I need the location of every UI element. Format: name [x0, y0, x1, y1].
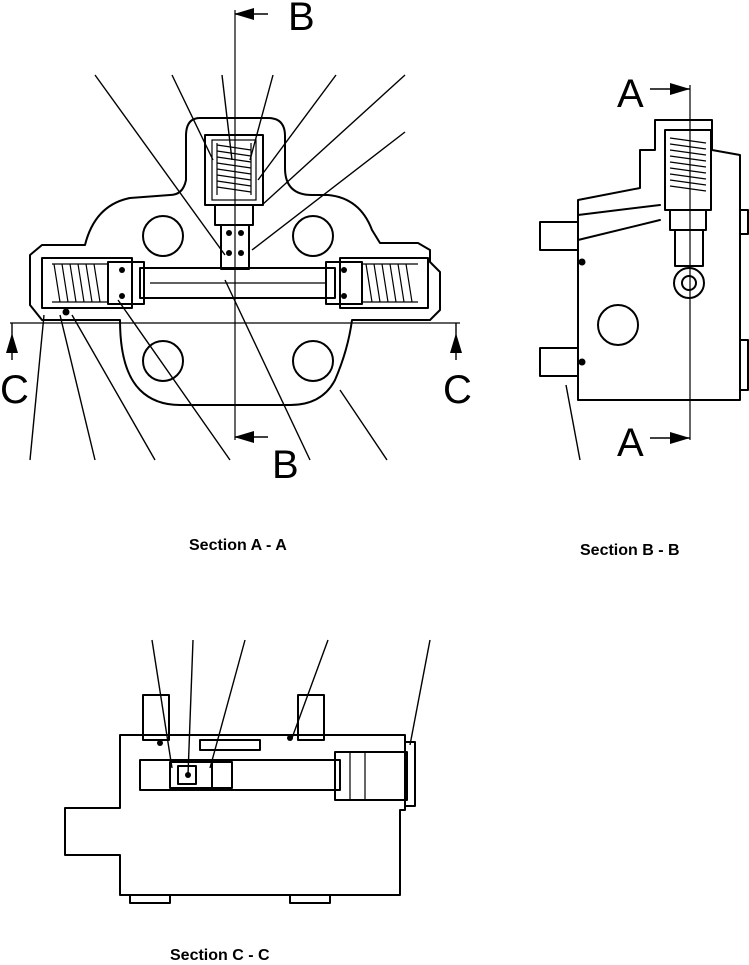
- section-bb-view: A A: [539, 72, 749, 465]
- valve-body-bb: [577, 119, 741, 401]
- bb-pin-hole: [673, 267, 705, 299]
- mounting-hole: [142, 215, 184, 257]
- section-mark-a-bottom: A: [617, 421, 644, 465]
- section-mark-c-right: C: [443, 368, 472, 412]
- caption-section-bb: Section B - B: [580, 542, 680, 559]
- top-spring: [216, 143, 252, 195]
- section-mark-c-left: C: [0, 368, 29, 412]
- right-spring: [362, 263, 418, 303]
- valve-body-aa: [29, 117, 441, 406]
- spool-bore: [139, 267, 336, 299]
- caption-section-aa: Section A - A: [189, 537, 287, 554]
- section-mark-a-top: A: [617, 72, 644, 116]
- caption-section-cc: Section C - C: [170, 947, 270, 964]
- section-aa-view: B B: [0, 0, 472, 487]
- mounting-hole: [292, 340, 334, 382]
- bb-port-ball: [597, 304, 639, 346]
- bb-spring: [669, 137, 707, 192]
- left-plug: [41, 257, 133, 309]
- mounting-hole: [142, 340, 184, 382]
- section-mark-b-top: B: [288, 0, 315, 39]
- left-spring: [52, 263, 108, 303]
- cc-solenoid: [334, 751, 408, 801]
- mounting-hole: [292, 215, 334, 257]
- section-mark-b-bottom: B: [272, 443, 299, 487]
- section-cc-view: [64, 639, 431, 904]
- right-plug: [339, 257, 429, 309]
